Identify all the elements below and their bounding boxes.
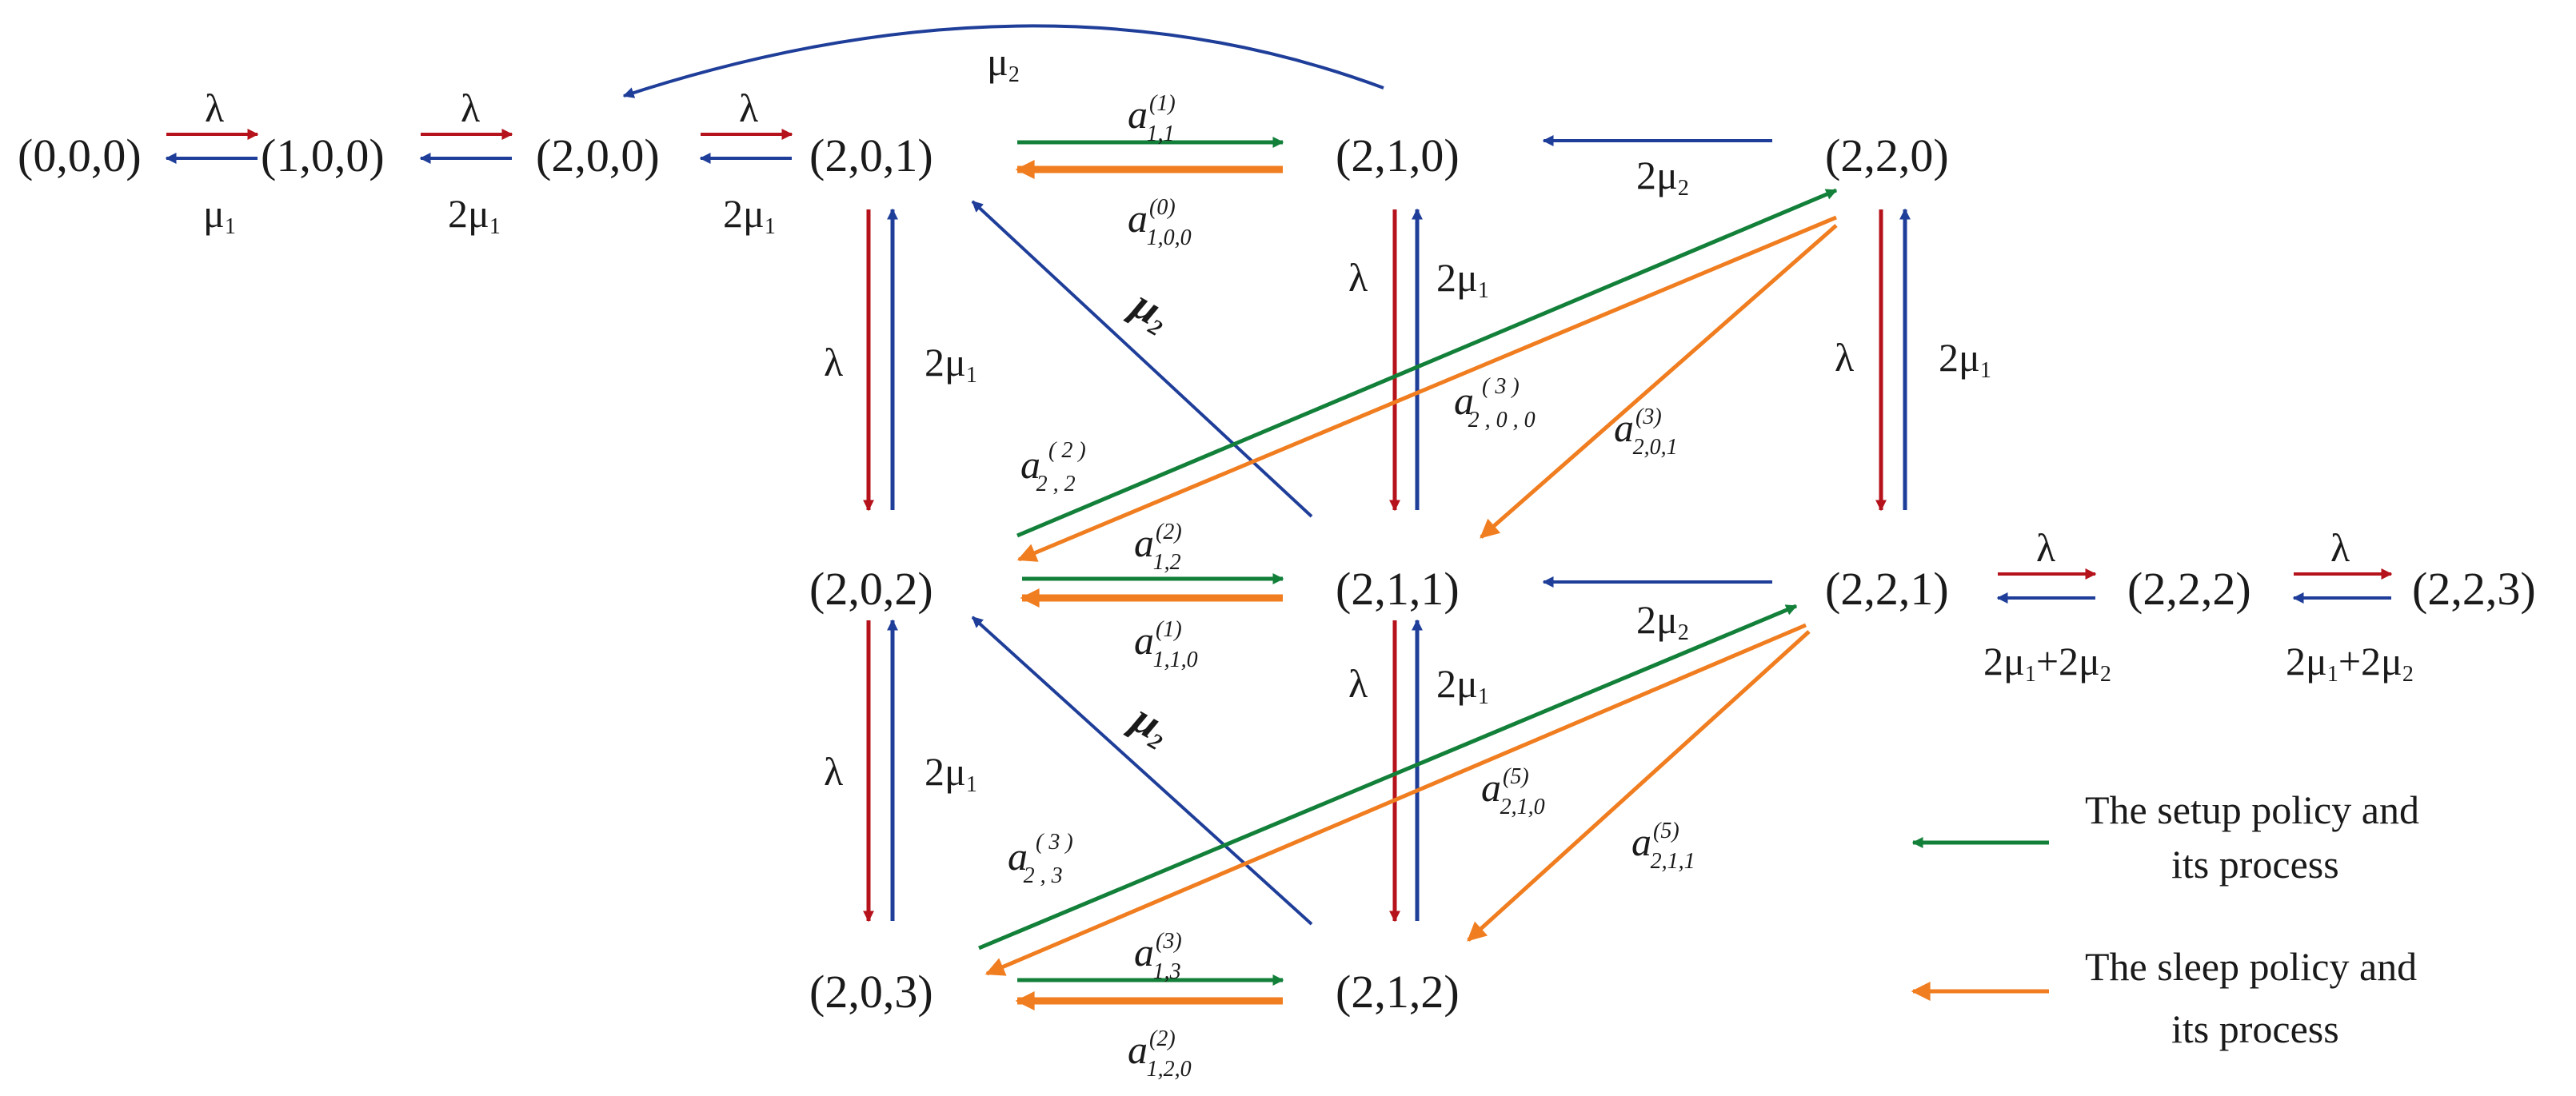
rate-lambda: λ [1835,335,1854,380]
rate-two-mu1-plus-two-mu2: 2μ1+2μ2 [1983,639,2111,687]
rate-two-mu1: 2μ1 [925,749,977,797]
rate-lambda: λ [461,86,480,130]
state-212: (2,1,2) [1336,966,1460,1018]
vertical-arrows [863,208,1911,923]
coef-a200: a( 3 )2 , 0 , 0 [1454,374,1536,432]
arrow-210-to-200-arc [622,24,1384,98]
rate-lambda: λ [1348,255,1368,300]
legend-sleep-line2: its process [2171,1006,2339,1051]
state-210: (2,1,0) [1336,130,1460,181]
diagonal-arrows [971,188,1838,976]
coef-a110: a(1)1,1,0 [1134,617,1198,672]
rate-two-mu1: 2μ1 [1436,255,1489,303]
rate-lambda: λ [824,749,843,794]
coef-a120: a(2)1,2,0 [1128,1026,1192,1082]
rate-mu1: μ1 [203,191,236,239]
state-211: (2,1,1) [1336,563,1460,615]
rate-lambda: λ [2036,525,2055,570]
arrow-221-to-212 [1467,630,1811,942]
state-221: (2,2,1) [1825,563,1949,615]
rate-mu2-diag-upper: μ2 [1121,279,1179,341]
rate-lambda: λ [1348,661,1368,706]
state-100: (1,0,0) [261,130,385,181]
arrow-203-to-221 [978,604,1798,951]
legend: The setup policy and its process The sle… [1911,787,2419,1051]
arrow-220-to-211 [1480,224,1838,539]
horizontal-arrows [1015,135,2393,1010]
state-223: (2,2,3) [2412,563,2536,615]
rate-two-mu1-plus-two-mu2: 2μ1+2μ2 [2286,639,2414,687]
arrow-221-to-203 [984,623,1807,976]
state-222: (2,2,2) [2127,563,2251,615]
state-203: (2,0,3) [809,966,933,1018]
rate-labels: λ μ1 λ 2μ1 λ 2μ1 μ2 2μ2 λ 2μ1 λ 2μ1 λ 2μ… [203,39,2414,797]
rate-lambda: λ [2330,525,2350,570]
coef-a23: a( 3 )2 , 3 [1008,830,1073,888]
coef-a12: a(2)1,2 [1134,520,1182,575]
top-chain-arrows [165,24,1384,164]
rate-lambda: λ [739,86,758,130]
rate-mu2-arc: μ2 [987,39,1020,87]
coefficient-labels: a(1)1,1 a(0)1,0,0 a(2)1,2 a(1)1,1,0 a(3)… [1008,91,1695,1082]
rate-two-mu1: 2μ1 [448,191,501,239]
arrow-202-to-220 [1016,188,1838,538]
state-220: (2,2,0) [1825,130,1949,181]
arrow-212-to-202 [971,616,1313,926]
rate-two-mu2: 2μ2 [1636,153,1689,201]
coef-a22: a( 2 )2 , 2 [1020,438,1086,496]
state-201: (2,0,1) [809,130,933,181]
coef-a211: a(5)2,1,1 [1631,819,1695,874]
state-202: (2,0,2) [809,563,933,615]
state-nodes: (0,0,0) (1,0,0) (2,0,0) (2,0,1) (2,1,0) … [18,130,2536,1018]
rate-two-mu1: 2μ1 [723,191,776,239]
rate-two-mu1: 2μ1 [1436,661,1489,709]
arrow-220-to-202 [1016,215,1837,562]
state-000: (0,0,0) [18,130,142,181]
rate-lambda: λ [824,340,843,385]
state-200: (2,0,0) [536,130,660,181]
rate-two-mu2: 2μ2 [1636,597,1689,645]
legend-setup-line2: its process [2171,842,2339,887]
coef-a11: a(1)1,1 [1128,91,1176,146]
arrow-211-to-201 [971,200,1313,518]
legend-setup-line1: The setup policy and [2085,787,2419,832]
coef-a13: a(3)1,3 [1134,929,1182,984]
rate-two-mu1: 2μ1 [1939,335,1991,383]
coef-a210: a(5)2,1,0 [1481,764,1545,819]
coef-a201: a(3)2,0,1 [1614,405,1678,460]
coef-a100: a(0)1,0,0 [1128,195,1192,250]
rate-mu2-diag-lower: μ2 [1121,693,1179,755]
rate-two-mu1: 2μ1 [925,340,977,388]
rate-lambda: λ [205,86,224,130]
legend-sleep-line1: The sleep policy and [2085,944,2417,989]
